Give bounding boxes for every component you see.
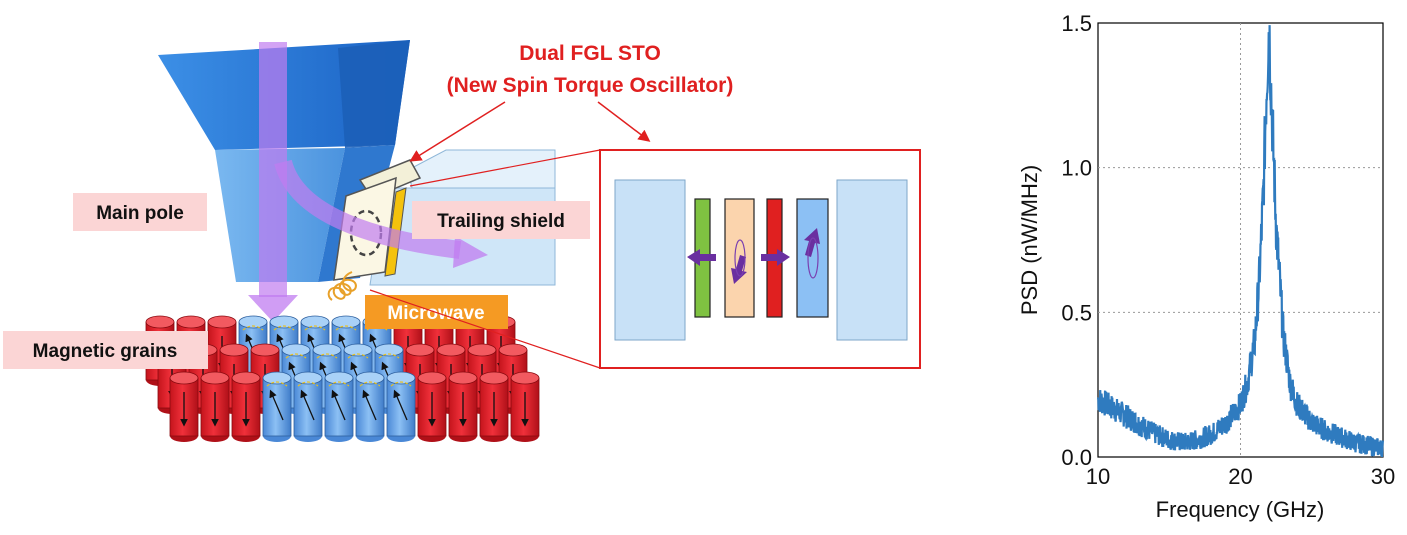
main-pole-upper-side [338, 40, 410, 148]
precession-orbit-blue [807, 237, 819, 279]
title-pointer-to-detail [597, 101, 651, 142]
precession-swirl [328, 381, 350, 387]
chart-x-axis-label: Frequency (GHz) [1156, 497, 1325, 522]
flux-beam-vertical-head [248, 295, 298, 322]
zoom-line-top [409, 149, 601, 187]
grain-unswitched [479, 371, 509, 442]
grain-unswitched [510, 371, 540, 442]
x-tick-label: 10 [1086, 464, 1110, 489]
label-magnetic-grains: Magnetic grains [3, 331, 208, 369]
label-main-pole: Main pole [73, 193, 207, 231]
y-tick-label: 1.0 [1061, 156, 1092, 181]
sto-title-line1: Dual FGL STO [519, 42, 661, 65]
label-trailing-shield: Trailing shield [412, 201, 590, 239]
precession-swirl [273, 325, 295, 331]
grain-unswitched [231, 371, 261, 442]
psd-chart: 10 20 30 0.0 0.5 1.0 1.5 Frequency (GHz) PSD (… [1017, 11, 1395, 522]
sto-detail-inset [599, 149, 921, 369]
precession-swirl [297, 381, 319, 387]
grain-magnetization-arrow [362, 389, 377, 421]
microwave-label-text: Microwave [387, 303, 484, 324]
inset-main-pole-block [614, 179, 686, 341]
precession-swirl [390, 381, 412, 387]
precession-swirl [266, 381, 288, 387]
flux-beam-curved [274, 159, 462, 259]
precession-swirl [347, 353, 369, 359]
magnetic-grains-array [145, 315, 540, 442]
precession-swirl [335, 325, 357, 331]
precession-swirl [378, 353, 400, 359]
label-microwave: Microwave [365, 295, 508, 329]
arrow-down-tilt-icon [731, 255, 747, 284]
grain-switched [386, 371, 416, 442]
grain-unswitched [200, 371, 230, 442]
grain-switched [324, 371, 354, 442]
main-pole-label-text: Main pole [96, 203, 184, 224]
precession-orbit-peach [734, 239, 746, 277]
chart-tick-labels: 10 20 30 0.0 0.5 1.0 1.5 [1061, 11, 1395, 489]
title-pointer-to-sto [409, 101, 506, 162]
precession-swirl [285, 353, 307, 359]
precession-swirl [304, 325, 326, 331]
precession-swirl [316, 353, 338, 359]
grain-switched [293, 371, 323, 442]
microwave-coil [327, 271, 357, 301]
grain-unswitched [448, 371, 478, 442]
arrow-right-icon [761, 249, 790, 266]
grain-switched [355, 371, 385, 442]
grain-unswitched [169, 371, 199, 442]
grain-switched [262, 371, 292, 442]
chart-gridlines [1098, 23, 1383, 457]
recording-head-illustration [158, 40, 556, 322]
sto-title-line2: (New Spin Torque Oscillator) [447, 74, 734, 97]
x-tick-label: 20 [1228, 464, 1252, 489]
grain-unswitched [417, 371, 447, 442]
grain-magnetization-arrow [300, 389, 315, 421]
y-tick-label: 0.5 [1061, 300, 1092, 325]
magnetic-grains-label-text: Magnetic grains [33, 341, 178, 362]
chart-y-axis-label: PSD (nW/MHz) [1017, 165, 1042, 315]
trailing-shield-top [407, 149, 556, 189]
zoom-line-bottom [369, 289, 601, 369]
grain-magnetization-arrow [393, 389, 408, 421]
precession-swirl [242, 325, 264, 331]
arrow-left-icon [687, 249, 716, 266]
x-tick-label: 30 [1371, 464, 1395, 489]
y-tick-label: 1.5 [1061, 11, 1092, 36]
trailing-shield-label-text: Trailing shield [437, 211, 565, 232]
precession-swirl [359, 381, 381, 387]
y-tick-label: 0.0 [1061, 445, 1092, 470]
grain-magnetization-arrow [269, 389, 284, 421]
psd-series-line [1096, 25, 1385, 458]
flux-beam-curved-head [453, 236, 488, 268]
grain-magnetization-arrow [331, 389, 346, 421]
inset-shield-block [836, 179, 908, 341]
inset-layer-blue [796, 198, 829, 318]
